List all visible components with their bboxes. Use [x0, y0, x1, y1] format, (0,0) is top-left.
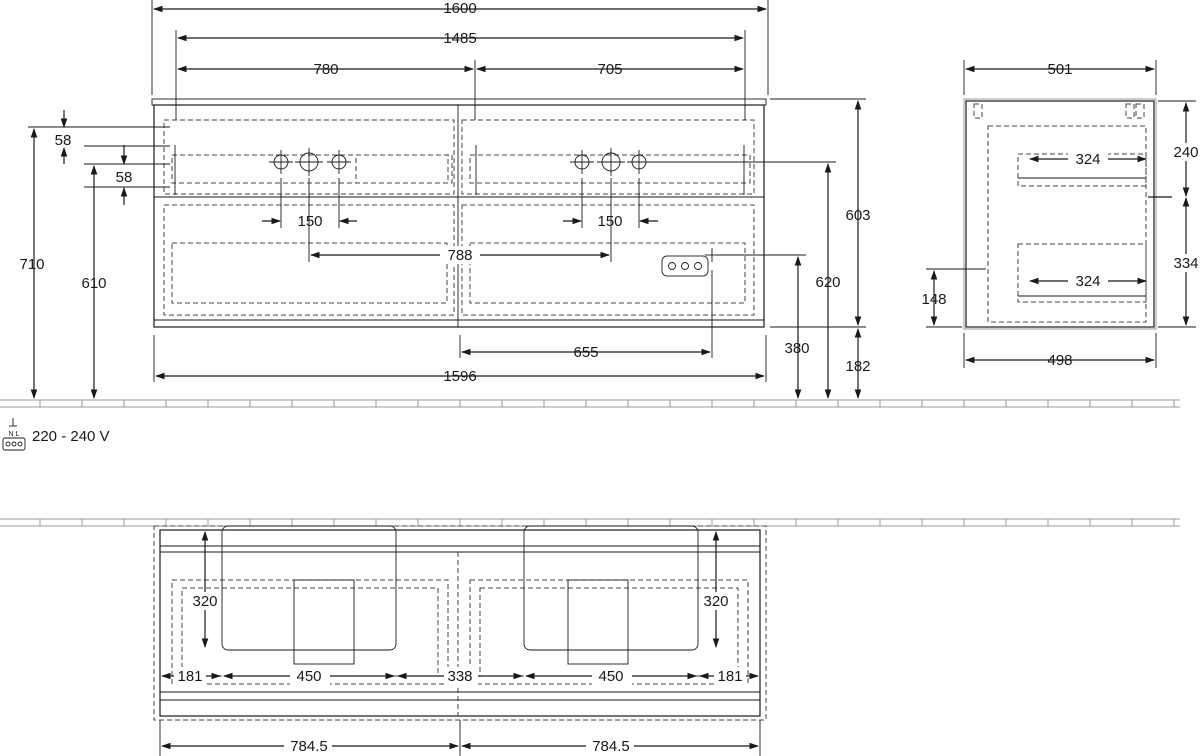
dim-tap-center-distance: 788 — [447, 247, 472, 264]
dim-socket-height: 380 — [784, 340, 809, 357]
left-basin-outline — [221, 525, 397, 651]
countertop — [151, 98, 767, 106]
socket-symbol-icon — [2, 418, 26, 451]
power-symbol-label: N L — [9, 431, 20, 438]
floor-line-upper — [0, 399, 1180, 408]
dim-inner-width: 1485 — [443, 30, 476, 47]
dim-right-basin-offset: 705 — [597, 61, 622, 78]
socket-icon — [661, 248, 719, 277]
dim-left-tap-spacing: 150 — [297, 213, 322, 230]
power-voltage: 220 - 240 V — [32, 428, 110, 445]
power-note: N L 220 - 240 V — [2, 418, 110, 451]
dim-right-half: 784.5 — [592, 738, 630, 755]
dim-lower-drawer-height: 334 — [1173, 255, 1198, 272]
dim-bottom-depth: 498 — [1047, 352, 1072, 369]
dim-upper-drawer-height: 240 — [1173, 144, 1198, 161]
right-tap-markers — [570, 148, 651, 176]
dim-right-edge: 181 — [717, 668, 742, 685]
dim-trap-height-b: 58 — [116, 169, 133, 186]
dim-bottom-offset: 148 — [921, 291, 946, 308]
dim-left-basin-offset: 780 — [313, 61, 338, 78]
top-view: 320 320 181 450 338 450 181 784.5 784.5 — [153, 525, 767, 756]
dim-left-half: 784.5 — [290, 738, 328, 755]
dim-right-trap-height: 620 — [815, 274, 840, 291]
dim-socket-offset: 655 — [573, 344, 598, 361]
dim-plinth-height: 182 — [845, 358, 870, 375]
floor-line-lower — [0, 518, 1180, 527]
dim-left-depth: 320 — [192, 593, 217, 610]
side-carcass — [963, 98, 1157, 330]
dim-top-depth: 501 — [1047, 61, 1072, 78]
dim-total-height: 710 — [19, 256, 44, 273]
dim-left-edge: 181 — [177, 668, 202, 685]
dim-upper-drawer-depth: 324 — [1075, 151, 1100, 168]
side-view: 501 324 324 240 334 148 498 — [921, 60, 1200, 369]
dim-left-drawer-width: 450 — [296, 668, 321, 685]
dim-right-drawer-width: 450 — [598, 668, 623, 685]
dim-trap-height-a: 58 — [55, 132, 72, 149]
front-view: 1600 1485 780 705 58 58 710 610 150 150 — [19, 0, 871, 399]
dim-overall-width: 1600 — [443, 0, 476, 17]
dim-right-depth: 320 — [703, 593, 728, 610]
dim-lower-drawer-depth: 324 — [1075, 273, 1100, 290]
front-carcass — [153, 104, 765, 328]
left-tap-markers — [269, 148, 351, 176]
dim-trap-floor-height: 610 — [81, 275, 106, 292]
dim-center-gap: 338 — [447, 668, 472, 685]
right-basin-outline — [523, 525, 699, 651]
dim-right-tap-spacing: 150 — [597, 213, 622, 230]
dim-carcass-height: 603 — [845, 207, 870, 224]
dim-bottom-width: 1596 — [443, 368, 476, 385]
